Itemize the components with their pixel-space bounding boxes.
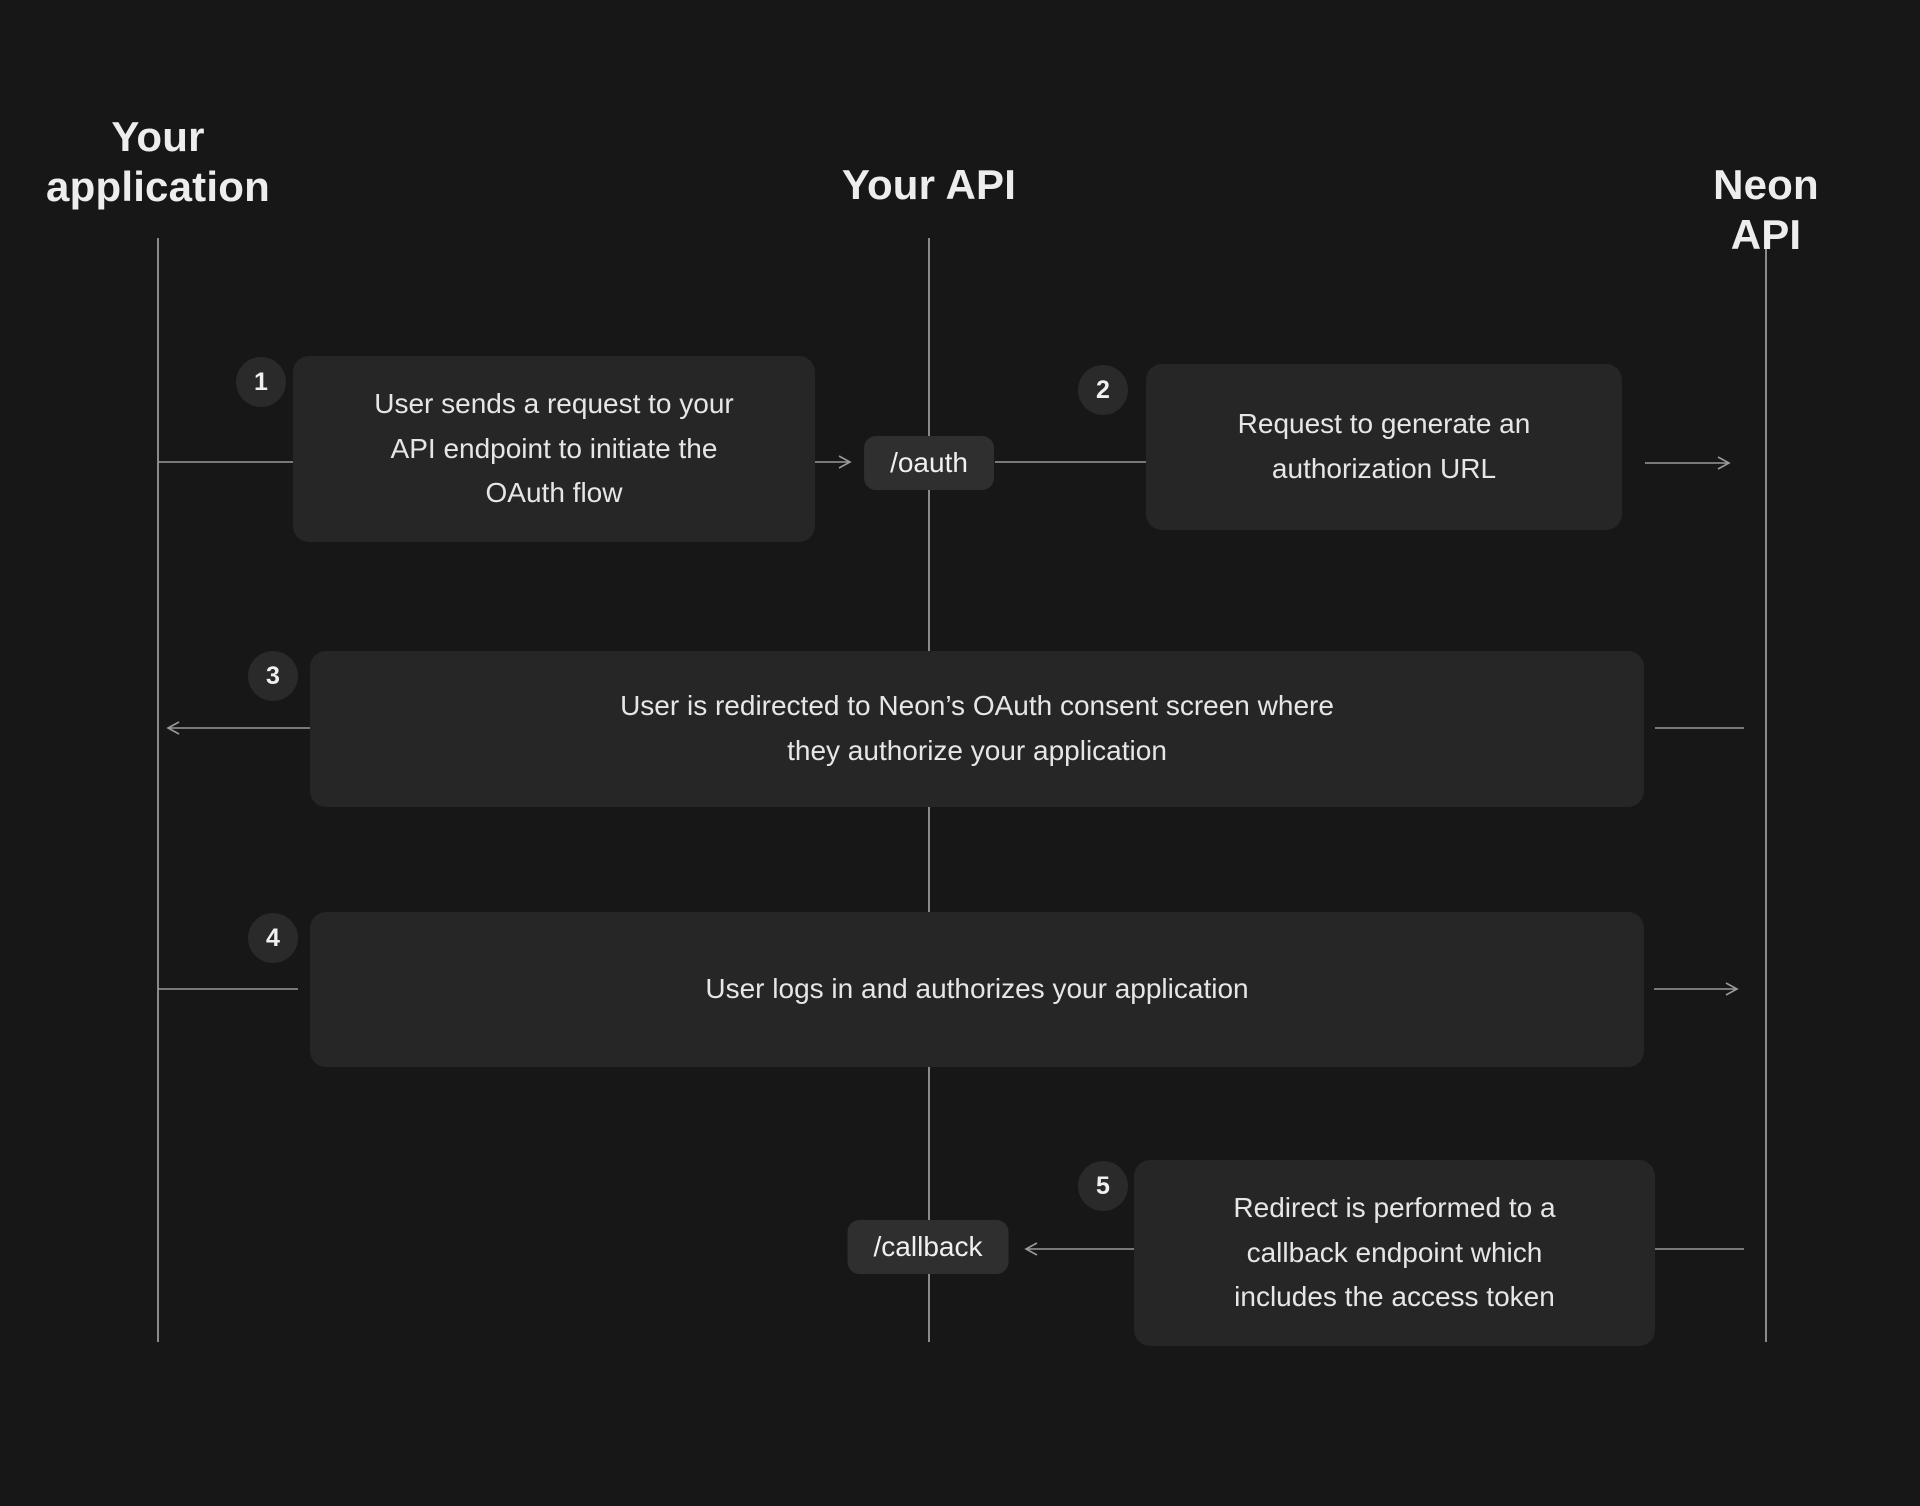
step4-text: User logs in and authorizes your applica… bbox=[705, 973, 1249, 1005]
step2-badge: 2 bbox=[1078, 365, 1128, 415]
endpoint-oauth-chip: /oauth bbox=[864, 436, 994, 490]
step4-badge: 4 bbox=[248, 913, 298, 963]
step2-box: Request to generate an authorization URL bbox=[1146, 364, 1622, 530]
endpoint-callback-chip: /callback bbox=[847, 1220, 1009, 1274]
step3-box: User is redirected to Neon’s OAuth conse… bbox=[310, 651, 1644, 807]
actor-your-application: Your application bbox=[46, 113, 270, 211]
step1-badge: 1 bbox=[236, 357, 286, 407]
step1-text: User sends a request to your API endpoin… bbox=[374, 387, 734, 509]
actor-your-api: Your API bbox=[841, 161, 1017, 208]
step5-text: Redirect is performed to a callback endp… bbox=[1233, 1191, 1556, 1313]
step5-box: Redirect is performed to a callback endp… bbox=[1134, 1160, 1655, 1346]
step3-badge: 3 bbox=[248, 651, 298, 701]
step1-box: User sends a request to your API endpoin… bbox=[293, 356, 815, 542]
step5-badge: 5 bbox=[1078, 1161, 1128, 1211]
actor-neon-api: Neon API bbox=[1713, 161, 1819, 259]
step4-box: User logs in and authorizes your applica… bbox=[310, 912, 1644, 1067]
step2-text: Request to generate an authorization URL bbox=[1237, 408, 1531, 484]
step3-text: User is redirected to Neon’s OAuth conse… bbox=[620, 690, 1334, 766]
